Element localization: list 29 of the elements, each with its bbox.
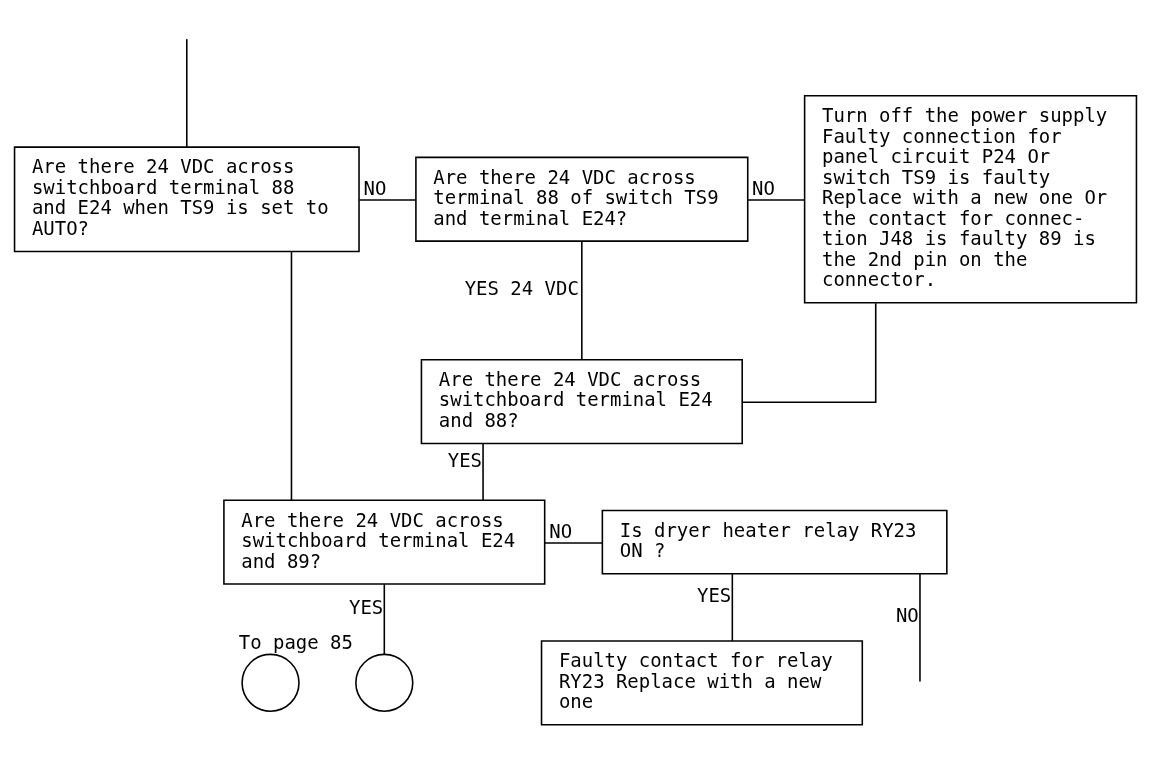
edge-label: YES 24 VDC	[464, 276, 579, 299]
connector	[919, 572, 921, 682]
connector	[290, 250, 293, 501]
node-box: Turn off the power supply Faulty connection for panel circuit P24 Or switch TS9 is faulty Replace with a new one Or the contact for connec- tion J48 is faulty 89 is the 2nd pin on the connector.	[803, 94, 1138, 304]
node-box: Are there 24 VDC across switchboard terminal E24 and 88?	[420, 358, 743, 444]
connector	[543, 541, 603, 544]
connector	[731, 572, 734, 642]
connector	[482, 442, 484, 501]
connector	[741, 301, 877, 403]
edge-label: YES	[447, 448, 483, 470]
node-circle	[355, 653, 414, 712]
node-box: Faulty contact for relay RY23 Replace with a new one	[540, 639, 864, 725]
connector	[747, 198, 806, 201]
connector	[581, 239, 583, 360]
node-box: Are there 24 VDC across terminal 88 of switch TS9 and terminal E24?	[415, 156, 749, 242]
edge-label: YES	[697, 583, 732, 606]
connector	[186, 37, 188, 148]
node-box: Are there 24 VDC across switchboard terminal E24 and 89?	[223, 499, 546, 585]
edge-label: NO	[895, 603, 919, 626]
edge-label: NO	[549, 519, 573, 542]
node-circle	[241, 653, 300, 712]
edge-label: NO	[752, 176, 775, 199]
connector	[358, 198, 417, 201]
node-box: Is dryer heater relay RY23 ON ?	[601, 509, 948, 575]
node-label: To page 85	[238, 630, 353, 653]
connector	[383, 583, 386, 655]
edge-label: YES	[349, 595, 384, 618]
node-box: Are there 24 VDC across switchboard terminal 88 and E24 when TS9 is set to AUTO?	[13, 145, 360, 252]
edge-label: NO	[363, 176, 387, 199]
